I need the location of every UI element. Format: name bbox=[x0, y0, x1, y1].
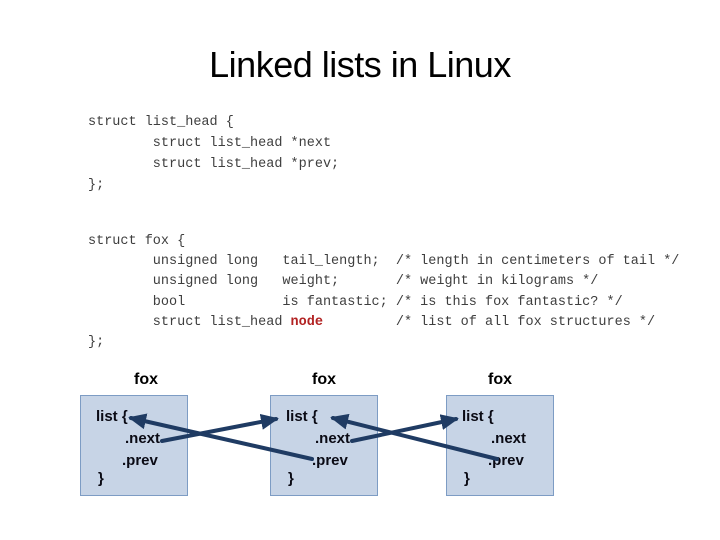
list-close-text: } bbox=[288, 470, 294, 487]
fox-node-box-2: list { .next .prev } bbox=[270, 395, 378, 496]
fox-node-box-1: list { .next .prev } bbox=[80, 395, 188, 496]
next-field-text: .next bbox=[125, 430, 161, 447]
code-block-fox-struct: struct fox { unsigned long tail_length; … bbox=[88, 234, 680, 351]
code-block-list-head: struct list_head { struct list_head *nex… bbox=[88, 115, 340, 193]
fox-node-label-1: fox bbox=[134, 371, 158, 388]
list-open-text: list { bbox=[96, 408, 128, 425]
next-field-text: .next bbox=[491, 430, 527, 447]
prev-field-text: .prev bbox=[122, 452, 158, 469]
slide-title: Linked lists in Linux bbox=[209, 44, 511, 85]
list-open-text: list { bbox=[462, 408, 494, 425]
prev-field-text: .prev bbox=[488, 452, 524, 469]
fox-node-label-3: fox bbox=[488, 371, 512, 388]
list-open-text: list { bbox=[286, 408, 318, 425]
list-close-text: } bbox=[98, 470, 104, 487]
list-close-text: } bbox=[464, 470, 470, 487]
prev-field-text: .prev bbox=[312, 452, 348, 469]
fox-node-label-2: fox bbox=[312, 371, 336, 388]
fox-node-box-3: list { .next .prev } bbox=[446, 395, 554, 496]
next-field-text: .next bbox=[315, 430, 351, 447]
